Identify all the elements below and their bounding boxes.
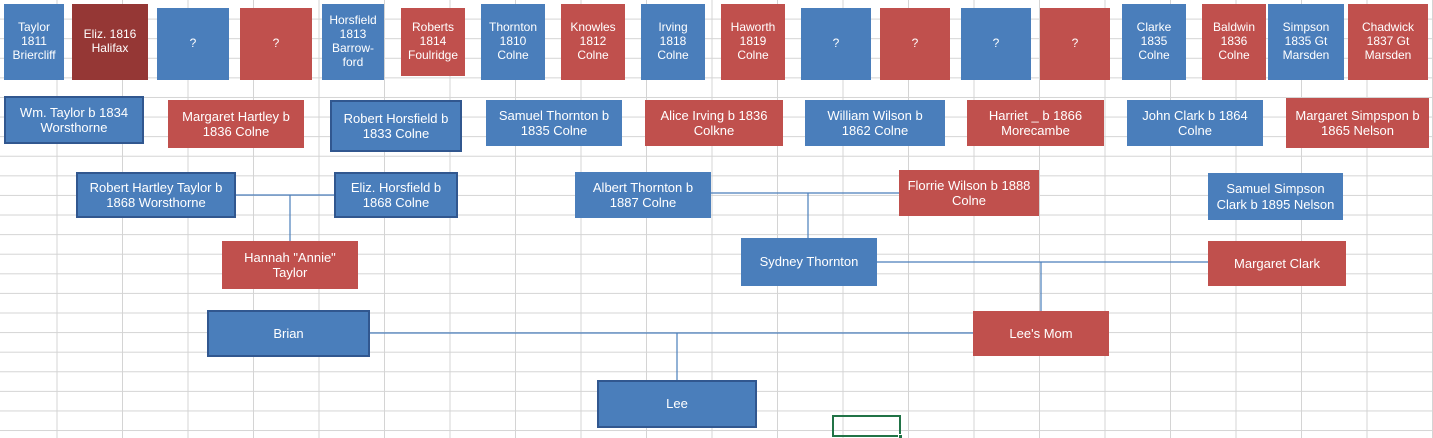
- tree-node-g1-simpson[interactable]: Simpson 1835 Gt Marsden: [1268, 4, 1344, 80]
- tree-node-g1-unknown-2[interactable]: ?: [240, 8, 312, 80]
- tree-node-g2-john-clark[interactable]: John Clark b 1864 Colne: [1127, 100, 1263, 146]
- tree-node-g1-thornton[interactable]: Thornton 1810 Colne: [481, 4, 545, 80]
- tree-node-g1-unknown-1[interactable]: ?: [157, 8, 229, 80]
- tree-node-g3-florrie-wilson[interactable]: Florrie Wilson b 1888 Colne: [899, 170, 1039, 216]
- tree-node-g1-baldwin[interactable]: Baldwin 1836 Colne: [1202, 4, 1266, 80]
- tree-node-g2-harriet[interactable]: Harriet _ b 1866 Morecambe: [967, 100, 1104, 146]
- tree-node-g2-samuel-thornton[interactable]: Samuel Thornton b 1835 Colne: [486, 100, 622, 146]
- tree-node-g3-eliz-horsfield[interactable]: Eliz. Horsfield b 1868 Colne: [334, 172, 458, 218]
- tree-node-g6-lee[interactable]: Lee: [597, 380, 757, 428]
- tree-node-g2-margaret-simpspon[interactable]: Margaret Simpspon b 1865 Nelson: [1286, 98, 1429, 148]
- tree-node-g2-robert-horsfield[interactable]: Robert Horsfield b 1833 Colne: [330, 100, 462, 152]
- tree-node-g1-haworth[interactable]: Haworth 1819 Colne: [721, 4, 785, 80]
- tree-node-g5-brian[interactable]: Brian: [207, 310, 370, 357]
- tree-node-g1-irving[interactable]: Irving 1818 Colne: [641, 4, 705, 80]
- tree-node-g1-unknown-5[interactable]: ?: [961, 8, 1031, 80]
- tree-node-g3-albert-thornton[interactable]: Albert Thornton b 1887 Colne: [575, 172, 711, 218]
- tree-node-g1-knowles[interactable]: Knowles 1812 Colne: [561, 4, 625, 80]
- tree-node-g1-unknown-4[interactable]: ?: [880, 8, 950, 80]
- tree-node-g3-robert-hartley-taylor[interactable]: Robert Hartley Taylor b 1868 Worsthorne: [76, 172, 236, 218]
- tree-node-g3-samuel-simpson-clark[interactable]: Samuel Simpson Clark b 1895 Nelson: [1208, 173, 1343, 220]
- tree-node-g1-horsfield[interactable]: Horsfield 1813 Barrow- ford: [322, 4, 384, 80]
- selected-cell[interactable]: [832, 415, 901, 437]
- tree-node-g2-wm-taylor[interactable]: Wm. Taylor b 1834 Worsthorne: [4, 96, 144, 144]
- tree-node-g1-taylor[interactable]: Taylor 1811 Briercliff: [4, 4, 64, 80]
- tree-node-g2-william-wilson[interactable]: William Wilson b 1862 Colne: [805, 100, 945, 146]
- fill-handle[interactable]: [898, 434, 903, 438]
- tree-node-g4-hannah-annie-taylor[interactable]: Hannah "Annie" Taylor: [222, 241, 358, 289]
- tree-node-g2-alice-irving[interactable]: Alice Irving b 1836 Colkne: [645, 100, 783, 146]
- tree-node-g1-roberts[interactable]: Roberts 1814 Foulridge: [401, 8, 465, 76]
- tree-node-g4-sydney-thornton[interactable]: Sydney Thornton: [741, 238, 877, 286]
- tree-node-g4-margaret-clark[interactable]: Margaret Clark: [1208, 241, 1346, 286]
- tree-node-g2-margaret-hartley[interactable]: Margaret Hartley b 1836 Colne: [168, 100, 304, 148]
- tree-node-g1-chadwick[interactable]: Chadwick 1837 Gt Marsden: [1348, 4, 1428, 80]
- tree-node-g1-unknown-3[interactable]: ?: [801, 8, 871, 80]
- tree-node-g1-unknown-6[interactable]: ?: [1040, 8, 1110, 80]
- tree-node-g1-clarke[interactable]: Clarke 1835 Colne: [1122, 4, 1186, 80]
- tree-node-g5-lees-mom[interactable]: Lee's Mom: [973, 311, 1109, 356]
- tree-node-g1-eliz[interactable]: Eliz. 1816 Halifax: [72, 4, 148, 80]
